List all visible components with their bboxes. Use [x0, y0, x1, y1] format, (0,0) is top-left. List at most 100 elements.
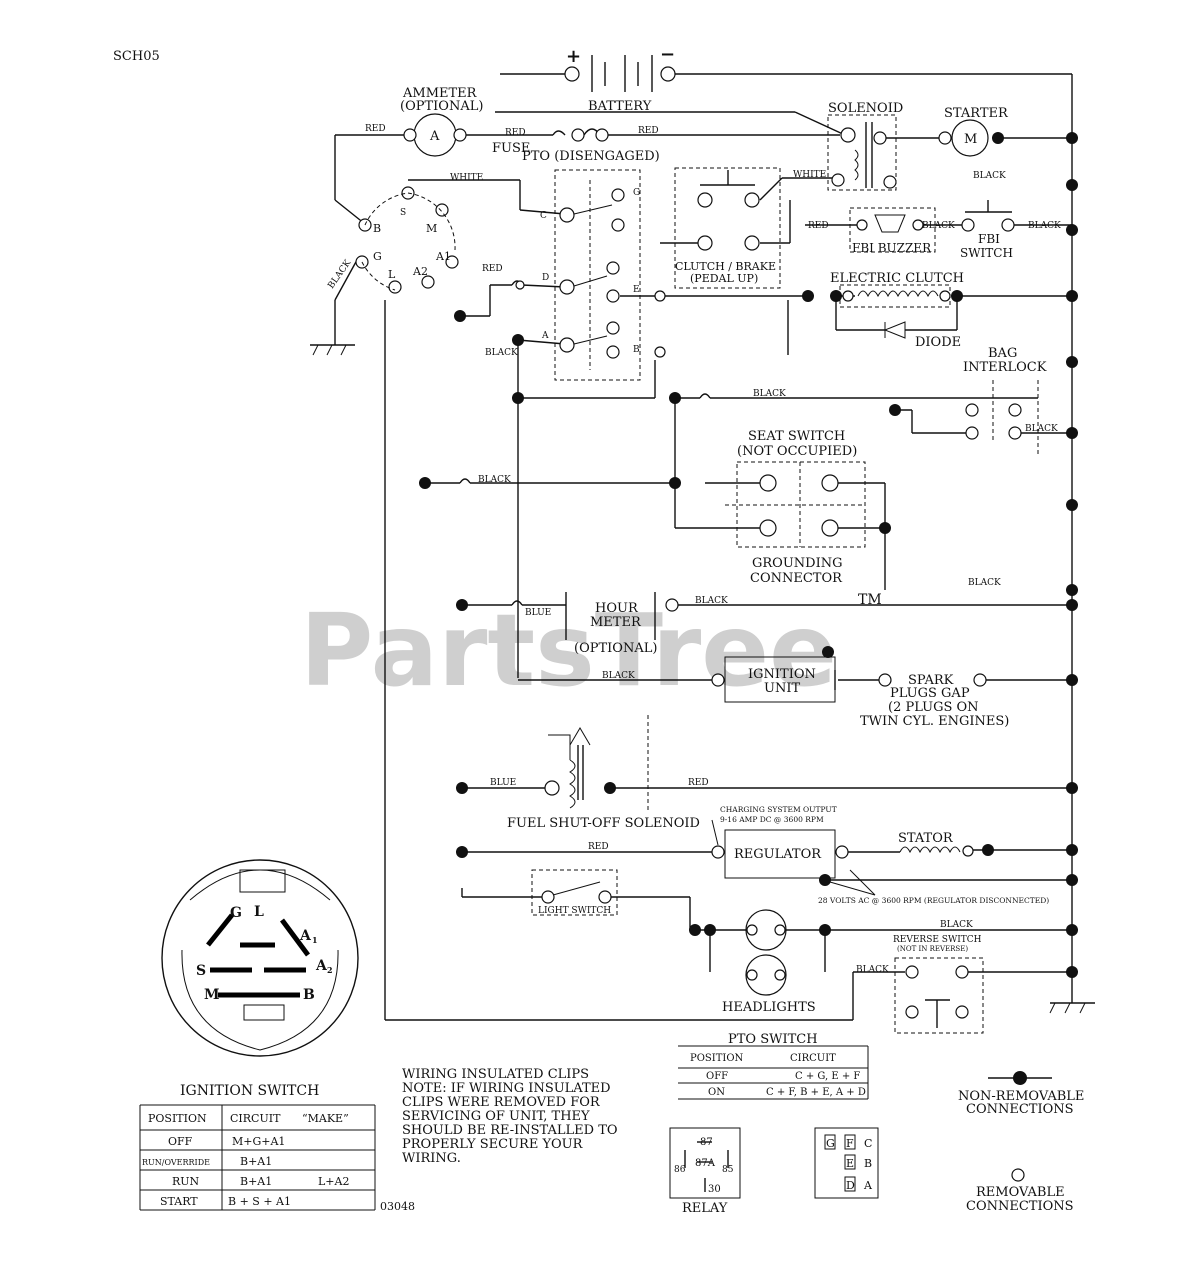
conn-c: C	[864, 1137, 872, 1150]
light-switch-label: LIGHT SWITCH	[538, 906, 611, 916]
regulator-label: REGULATOR	[734, 847, 822, 862]
legend-non-removable	[988, 1071, 1052, 1085]
legend-non-removable-line1: NON-REMOVABLE	[958, 1089, 1084, 1104]
ign-term-l: L	[388, 268, 396, 281]
stator-terminal	[962, 845, 974, 857]
face-b: B	[303, 987, 315, 1003]
svg-text:WHITE: WHITE	[793, 170, 826, 180]
ammeter-symbol	[403, 113, 467, 157]
fuel-solenoid-label: FUEL SHUT-OFF SOLENOID	[507, 816, 700, 831]
wiring-clips-title: WIRING INSULATED CLIPS	[402, 1067, 589, 1082]
removable-terminals	[515, 280, 666, 358]
doc-code: SCH05	[113, 49, 160, 64]
bag-label: BAG	[988, 346, 1017, 361]
ignition-unit-symbol	[711, 656, 836, 703]
svg-text:BLACK: BLACK	[1025, 424, 1058, 434]
spark-plug-terminal-left	[878, 673, 892, 687]
unit-label: UNIT	[764, 681, 800, 696]
svg-text:BLACK: BLACK	[973, 171, 1006, 181]
ign-row-make: L+A2	[318, 1175, 349, 1188]
reverse-switch-label: REVERSE SWITCH	[893, 935, 982, 945]
ignition-switch-face	[161, 859, 359, 1057]
legend-removable-line1: REMOVABLE	[976, 1185, 1065, 1200]
pto-row-position: ON	[708, 1087, 725, 1098]
face-s: S	[196, 963, 206, 979]
ign-row-circuit: M+G+A1	[232, 1135, 285, 1148]
relay-symbol	[669, 1127, 741, 1199]
pto-term-c: C	[540, 211, 547, 221]
svg-text:RED: RED	[588, 842, 609, 852]
battery-label: BATTERY	[588, 99, 652, 114]
electric-clutch-label: ELECTRIC CLUTCH	[830, 271, 964, 286]
svg-text:RED: RED	[482, 264, 503, 274]
twin-cyl-label: TWIN CYL. ENGINES)	[860, 714, 1009, 729]
fbi-switch-label: SWITCH	[960, 246, 1013, 260]
svg-text:RED: RED	[365, 124, 386, 134]
pto-table-title: PTO SWITCH	[728, 1032, 818, 1047]
ign-th-circuit: CIRCUIT	[230, 1112, 281, 1125]
battery-minus: −	[660, 44, 675, 65]
fbi-switch-symbol	[961, 200, 1015, 232]
fuel-solenoid-symbol	[544, 727, 591, 809]
ign-switch-title: IGNITION SWITCH	[180, 1083, 319, 1099]
ign-row-circuit: B+A1	[240, 1155, 272, 1168]
pto-term-d: D	[542, 273, 549, 283]
note-line: NOTE: IF WIRING INSULATED	[402, 1081, 611, 1096]
ign-term-a2: A2	[412, 265, 428, 278]
svg-text:BLUE: BLUE	[490, 778, 516, 788]
relay-label: RELAY	[682, 1201, 728, 1216]
watermark: PartsTree	[300, 592, 837, 709]
relay-pin-85: 85	[722, 1165, 734, 1175]
face-a2: A	[315, 958, 328, 974]
svg-text:BLACK: BLACK	[485, 348, 518, 358]
ammeter-label: AMMETER	[402, 86, 478, 101]
face-l: L	[254, 904, 264, 920]
svg-text:RED: RED	[505, 128, 526, 138]
face-a1: A	[299, 928, 312, 944]
battery-plus: +	[566, 46, 581, 67]
face-g: G	[230, 905, 242, 921]
clutch-brake-label: CLUTCH / BRAKE	[675, 260, 776, 273]
svg-text:BLACK: BLACK	[753, 389, 786, 399]
svg-text:RED: RED	[638, 126, 659, 136]
fbi-buzzer-label: FBI BUZZER	[852, 241, 932, 255]
wires	[310, 73, 1095, 1021]
relay-pin-86: 86	[674, 1165, 686, 1175]
pto-connector-symbol	[814, 1127, 879, 1199]
ignition-switch-terminals	[355, 186, 459, 294]
svg-text:BLACK: BLACK	[856, 965, 889, 975]
seat-not-occupied: (NOT OCCUPIED)	[737, 444, 857, 459]
ammeter-optional: (OPTIONAL)	[400, 99, 483, 114]
relay-pin-30: 30	[708, 1184, 721, 1195]
svg-text:BLACK: BLACK	[922, 221, 955, 231]
conn-a: A	[863, 1179, 873, 1192]
connector-label: CONNECTOR	[750, 571, 843, 586]
grounding-label: GROUNDING	[752, 556, 842, 571]
interlock-label: INTERLOCK	[963, 360, 1047, 375]
hour-optional: (OPTIONAL)	[574, 641, 657, 656]
pto-row-circuit: C + G, E + F	[795, 1071, 860, 1082]
pto-term-e: E	[633, 285, 640, 295]
watermark-tm: TM	[858, 592, 882, 608]
ign-term-m: M	[426, 222, 437, 235]
conn-g: G	[826, 1137, 835, 1150]
conn-f: F	[846, 1137, 854, 1150]
note-line: WIRING.	[402, 1151, 461, 1166]
solenoid-symbol	[827, 114, 897, 191]
ammeter-letter: A	[429, 129, 440, 144]
ign-term-s: S	[400, 208, 406, 218]
seat-switch-label: SEAT SWITCH	[748, 429, 845, 444]
hour-meter-terminal	[665, 598, 679, 612]
ign-row-position: RUN	[172, 1175, 200, 1188]
svg-text:BLACK: BLACK	[968, 578, 1001, 588]
charging-line1: CHARGING SYSTEM OUTPUT	[720, 805, 837, 814]
plugs-gap-label: PLUGS GAP	[890, 686, 970, 701]
charging-line2: 9-16 AMP DC @ 3600 RPM	[720, 815, 824, 824]
fbi-buzzer-symbol	[849, 207, 936, 253]
clutch-brake-switch	[660, 167, 781, 289]
conn-e: E	[846, 1157, 854, 1170]
pto-label: PTO (DISENGAGED)	[522, 149, 660, 164]
fbi-label: FBI	[978, 232, 1000, 246]
electric-clutch-symbol	[839, 284, 951, 308]
